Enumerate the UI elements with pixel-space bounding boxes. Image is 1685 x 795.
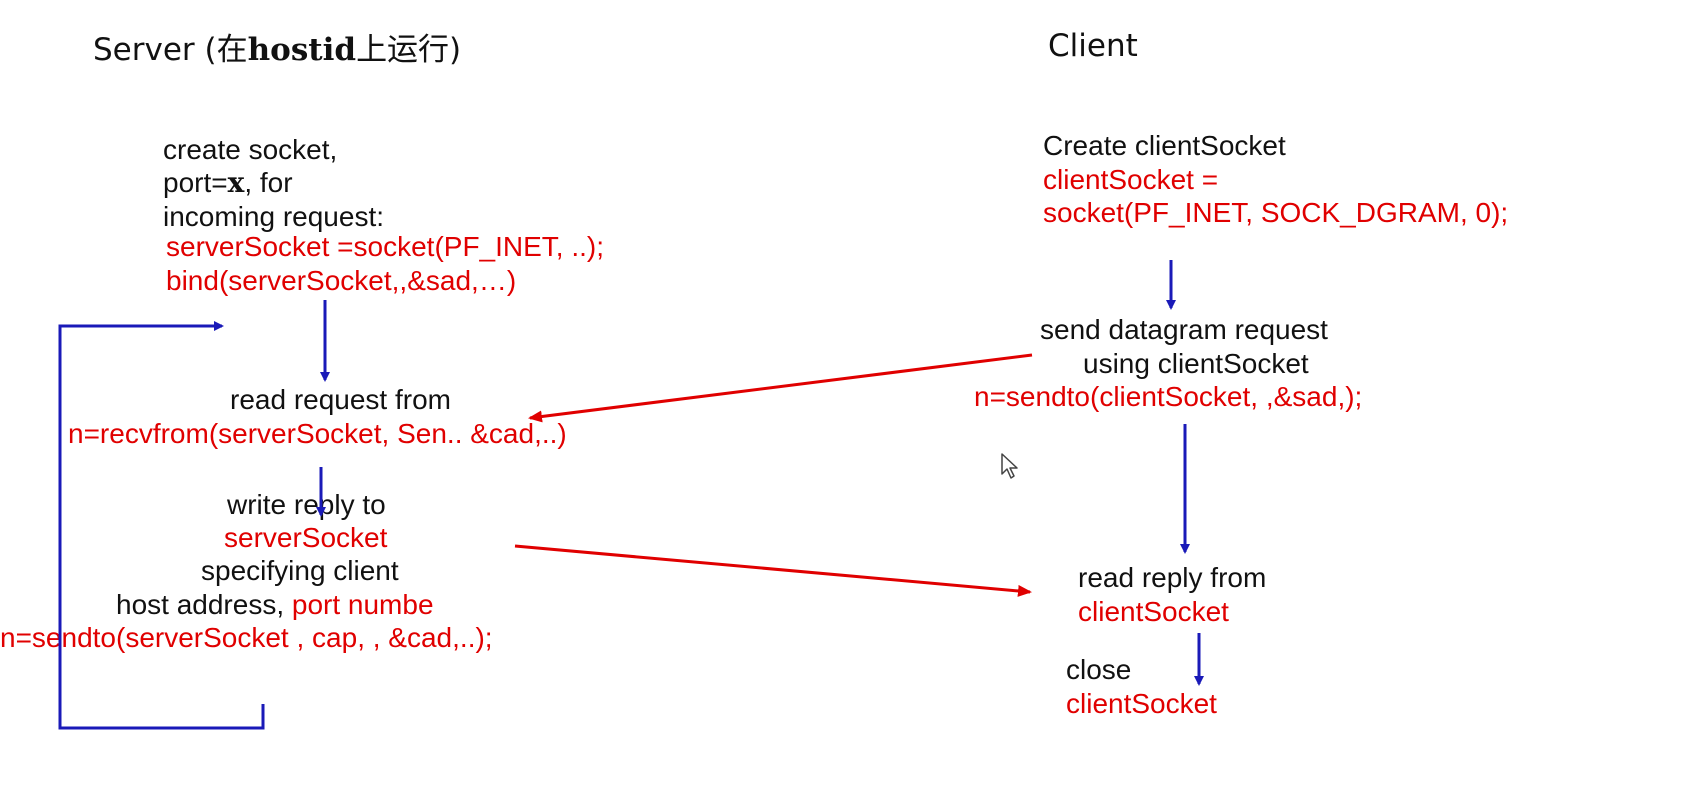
server-header: Server (在hostid上运行) [93, 24, 461, 69]
client-close-socket-name: clientSocket [1066, 688, 1217, 719]
mouse-cursor-icon [1001, 453, 1018, 479]
server-loop-line [58, 321, 265, 730]
server-incoming-request-text: incoming request: [163, 201, 385, 232]
reply-message-arrow [514, 544, 1032, 597]
server-socket-call: serverSocket =socket(PF_INET, ..); [166, 231, 605, 262]
server-write-reply-text: write reply to [227, 489, 386, 520]
server-header-suffix: 上运行) [356, 32, 462, 68]
client-header: Client [1048, 28, 1138, 64]
server-port-prefix: port= [163, 167, 228, 198]
client-close-text: close [1066, 654, 1132, 685]
server-port-line: port=x, for [163, 167, 293, 199]
client-read-socket-name: clientSocket [1078, 596, 1229, 627]
client-socket-assign: clientSocket = [1043, 164, 1219, 195]
server-specifying-client-text: specifying client [201, 555, 399, 586]
client-read-reply-text: read reply from [1078, 562, 1267, 593]
server-host-address-line: host address, port numbe [116, 589, 434, 621]
server-port-suffix: , for [244, 167, 293, 198]
server-port-number-text: port numbe [291, 589, 434, 620]
client-socket-call: socket(PF_INET, SOCK_DGRAM, 0); [1043, 197, 1509, 228]
client-create-socket-text: Create clientSocket [1043, 130, 1286, 161]
request-message-arrow [528, 353, 1033, 423]
client-sendto-call: n=sendto(clientSocket, ,&sad,); [974, 381, 1363, 412]
server-create-socket-text: create socket, [163, 134, 338, 165]
server-header-host: hostid [247, 32, 357, 68]
client-using-socket-text: using clientSocket [1083, 348, 1309, 379]
server-socket-name: serverSocket [224, 522, 388, 553]
server-port-variable: x [227, 166, 245, 199]
server-read-request-text: read request from [230, 384, 451, 415]
server-host-address-text: host address, [116, 589, 292, 620]
server-recvfrom-call: n=recvfrom(serverSocket, Sen.. &cad,..) [68, 418, 567, 449]
server-bind-call: bind(serverSocket,,&sad,…) [166, 265, 517, 296]
client-send-datagram-text: send datagram request [1040, 314, 1328, 345]
server-header-prefix: Server (在 [93, 32, 248, 68]
server-sendto-call: n=sendto(serverSocket , cap, , &cad,..); [0, 622, 493, 653]
